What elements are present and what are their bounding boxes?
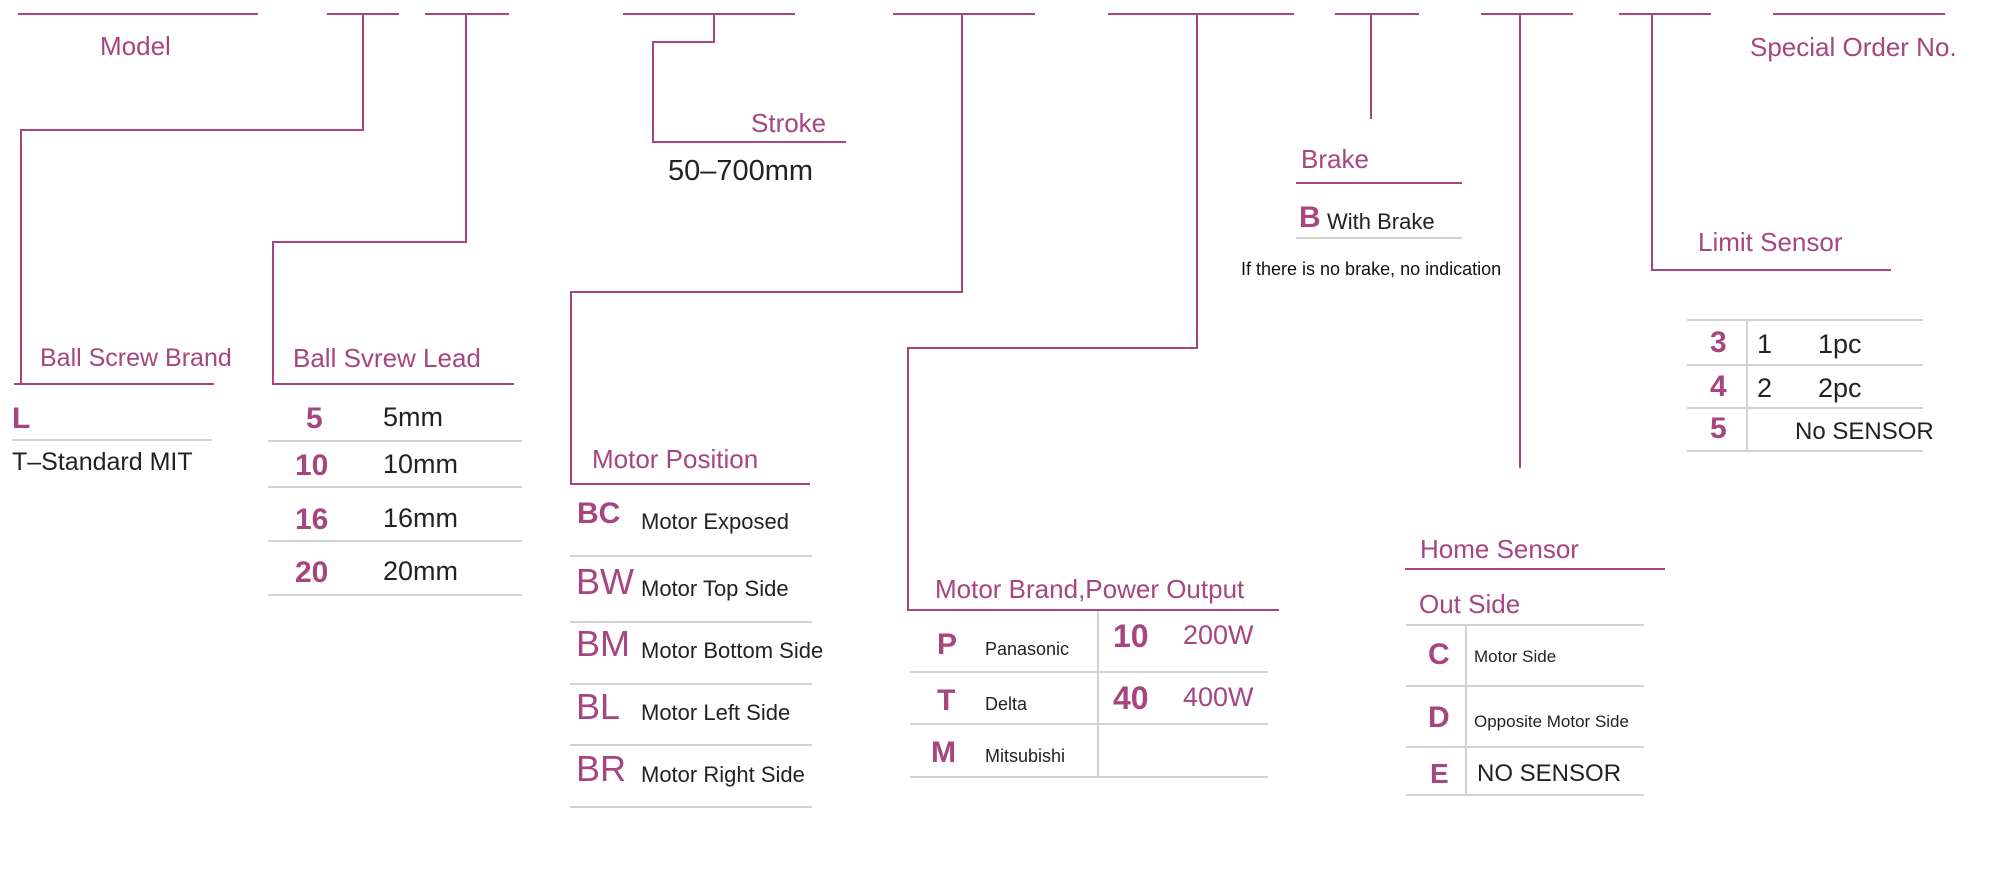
- lead-code-5: 5: [306, 402, 323, 435]
- limit-sensor-value-4: 2pc: [1818, 373, 1862, 403]
- limit-sensor-code-4: 4: [1710, 370, 1727, 403]
- motor-position-value-bl: Motor Left Side: [641, 700, 791, 725]
- motor-brand-name-p: Panasonic: [985, 639, 1070, 659]
- connector-brand: [362, 13, 364, 131]
- connector-stroke: [713, 13, 715, 43]
- power-code-10: 10: [1113, 618, 1149, 654]
- motor-position-code-br: BR: [576, 748, 627, 789]
- model-label: Model: [100, 31, 171, 61]
- lead-code-16: 16: [295, 503, 329, 536]
- slot-bar-model: [18, 13, 258, 15]
- limit-sensor-value-5: No SENSOR: [1795, 418, 1934, 445]
- motor-position-value-bc: Motor Exposed: [641, 509, 789, 534]
- motor-position-value-br: Motor Right Side: [641, 762, 805, 787]
- underline-stroke: [652, 141, 846, 143]
- connector-lead: [465, 13, 467, 243]
- slot-bar-brake: [1335, 13, 1419, 15]
- slot-bar-lead: [425, 13, 509, 15]
- motor-brand-name-t: Delta: [985, 694, 1028, 714]
- underline-ball-screw-brand: [14, 383, 214, 385]
- ball-screw-brand-label: Ball Screw Brand: [40, 344, 232, 372]
- motor-position-code-bm: BM: [576, 623, 630, 664]
- motor-brand-code-t: T: [937, 684, 956, 717]
- connector-brake: [1370, 13, 1372, 119]
- underline-limit-sensor: [1651, 269, 1891, 271]
- power-code-40: 40: [1113, 680, 1149, 716]
- underline-brake: [1296, 182, 1462, 184]
- home-sensor-label: Home Sensor: [1420, 534, 1579, 564]
- lead-value-5: 5mm: [383, 402, 443, 432]
- brake-code: B: [1299, 201, 1321, 234]
- motor-brand-name-m: Mitsubishi: [985, 746, 1066, 766]
- limit-sensor-count-3: 1: [1757, 329, 1773, 359]
- ball-screw-lead-label: Ball Svrew Lead: [293, 343, 481, 373]
- limit-sensor-code-3: 3: [1710, 326, 1727, 359]
- power-value-40: 400W: [1183, 682, 1254, 712]
- limit-sensor-label: Limit Sensor: [1698, 227, 1843, 257]
- motor-position-code-bl: BL: [576, 686, 621, 727]
- stroke-label: Stroke: [751, 108, 827, 138]
- brake-value: With Brake: [1327, 209, 1435, 234]
- motor-brand-code-m: M: [931, 736, 956, 769]
- limit-sensor-count-4: 2: [1757, 373, 1773, 403]
- slot-bar-stroke: [623, 13, 795, 15]
- slot-bar-special-order: [1773, 13, 1945, 15]
- underline-home-sensor: [1405, 568, 1665, 570]
- home-sensor-code-d: D: [1428, 701, 1450, 734]
- motor-brand-label: Motor Brand,Power Output: [935, 574, 1245, 604]
- motor-position-value-bm: Motor Bottom Side: [641, 638, 824, 663]
- power-value-10: 200W: [1183, 620, 1254, 650]
- connector-motor-position: [961, 13, 963, 293]
- slot-bar-motor-position: [893, 13, 1035, 15]
- motor-position-label: Motor Position: [592, 444, 759, 474]
- home-sensor-value-c: Motor Side: [1474, 647, 1557, 666]
- brake-label: Brake: [1301, 144, 1369, 174]
- lead-code-20: 20: [295, 556, 329, 589]
- motor-position-code-bw: BW: [576, 561, 634, 602]
- home-sensor-code-e: E: [1430, 758, 1449, 789]
- connector-limit-sensor: [1651, 13, 1653, 271]
- home-sensor-value-d: Opposite Motor Side: [1474, 712, 1629, 731]
- underline-motor-position: [570, 483, 810, 485]
- motor-position-code-bc: BC: [577, 497, 621, 530]
- special-order-label: Special Order No.: [1750, 32, 1957, 62]
- limit-sensor-value-3: 1pc: [1818, 329, 1862, 359]
- underline-ball-screw-lead: [272, 383, 514, 385]
- stroke-range: 50–700mm: [668, 155, 814, 187]
- ball-screw-brand-description: T–Standard MIT: [12, 448, 193, 476]
- slot-bar-motor-brand: [1108, 13, 1294, 15]
- slot-bar-home-sensor: [1481, 13, 1573, 15]
- ball-screw-brand-code: L: [12, 402, 31, 435]
- connector-motor-brand: [1196, 13, 1198, 349]
- lead-value-16: 16mm: [383, 503, 459, 533]
- connector-home-sensor: [1519, 13, 1521, 468]
- limit-sensor-code-5: 5: [1710, 412, 1727, 445]
- home-sensor-sublabel: Out Side: [1419, 589, 1521, 619]
- lead-value-10: 10mm: [383, 449, 459, 479]
- lead-code-10: 10: [295, 449, 329, 482]
- slot-bar-limit-sensor: [1619, 13, 1711, 15]
- brake-note: If there is no brake, no indication: [1241, 259, 1502, 279]
- motor-brand-code-p: P: [937, 628, 958, 661]
- motor-position-value-bw: Motor Top Side: [641, 576, 789, 601]
- home-sensor-code-c: C: [1428, 638, 1450, 671]
- underline-motor-brand: [907, 609, 1279, 611]
- lead-value-20: 20mm: [383, 556, 459, 586]
- home-sensor-value-e: NO SENSOR: [1477, 760, 1622, 787]
